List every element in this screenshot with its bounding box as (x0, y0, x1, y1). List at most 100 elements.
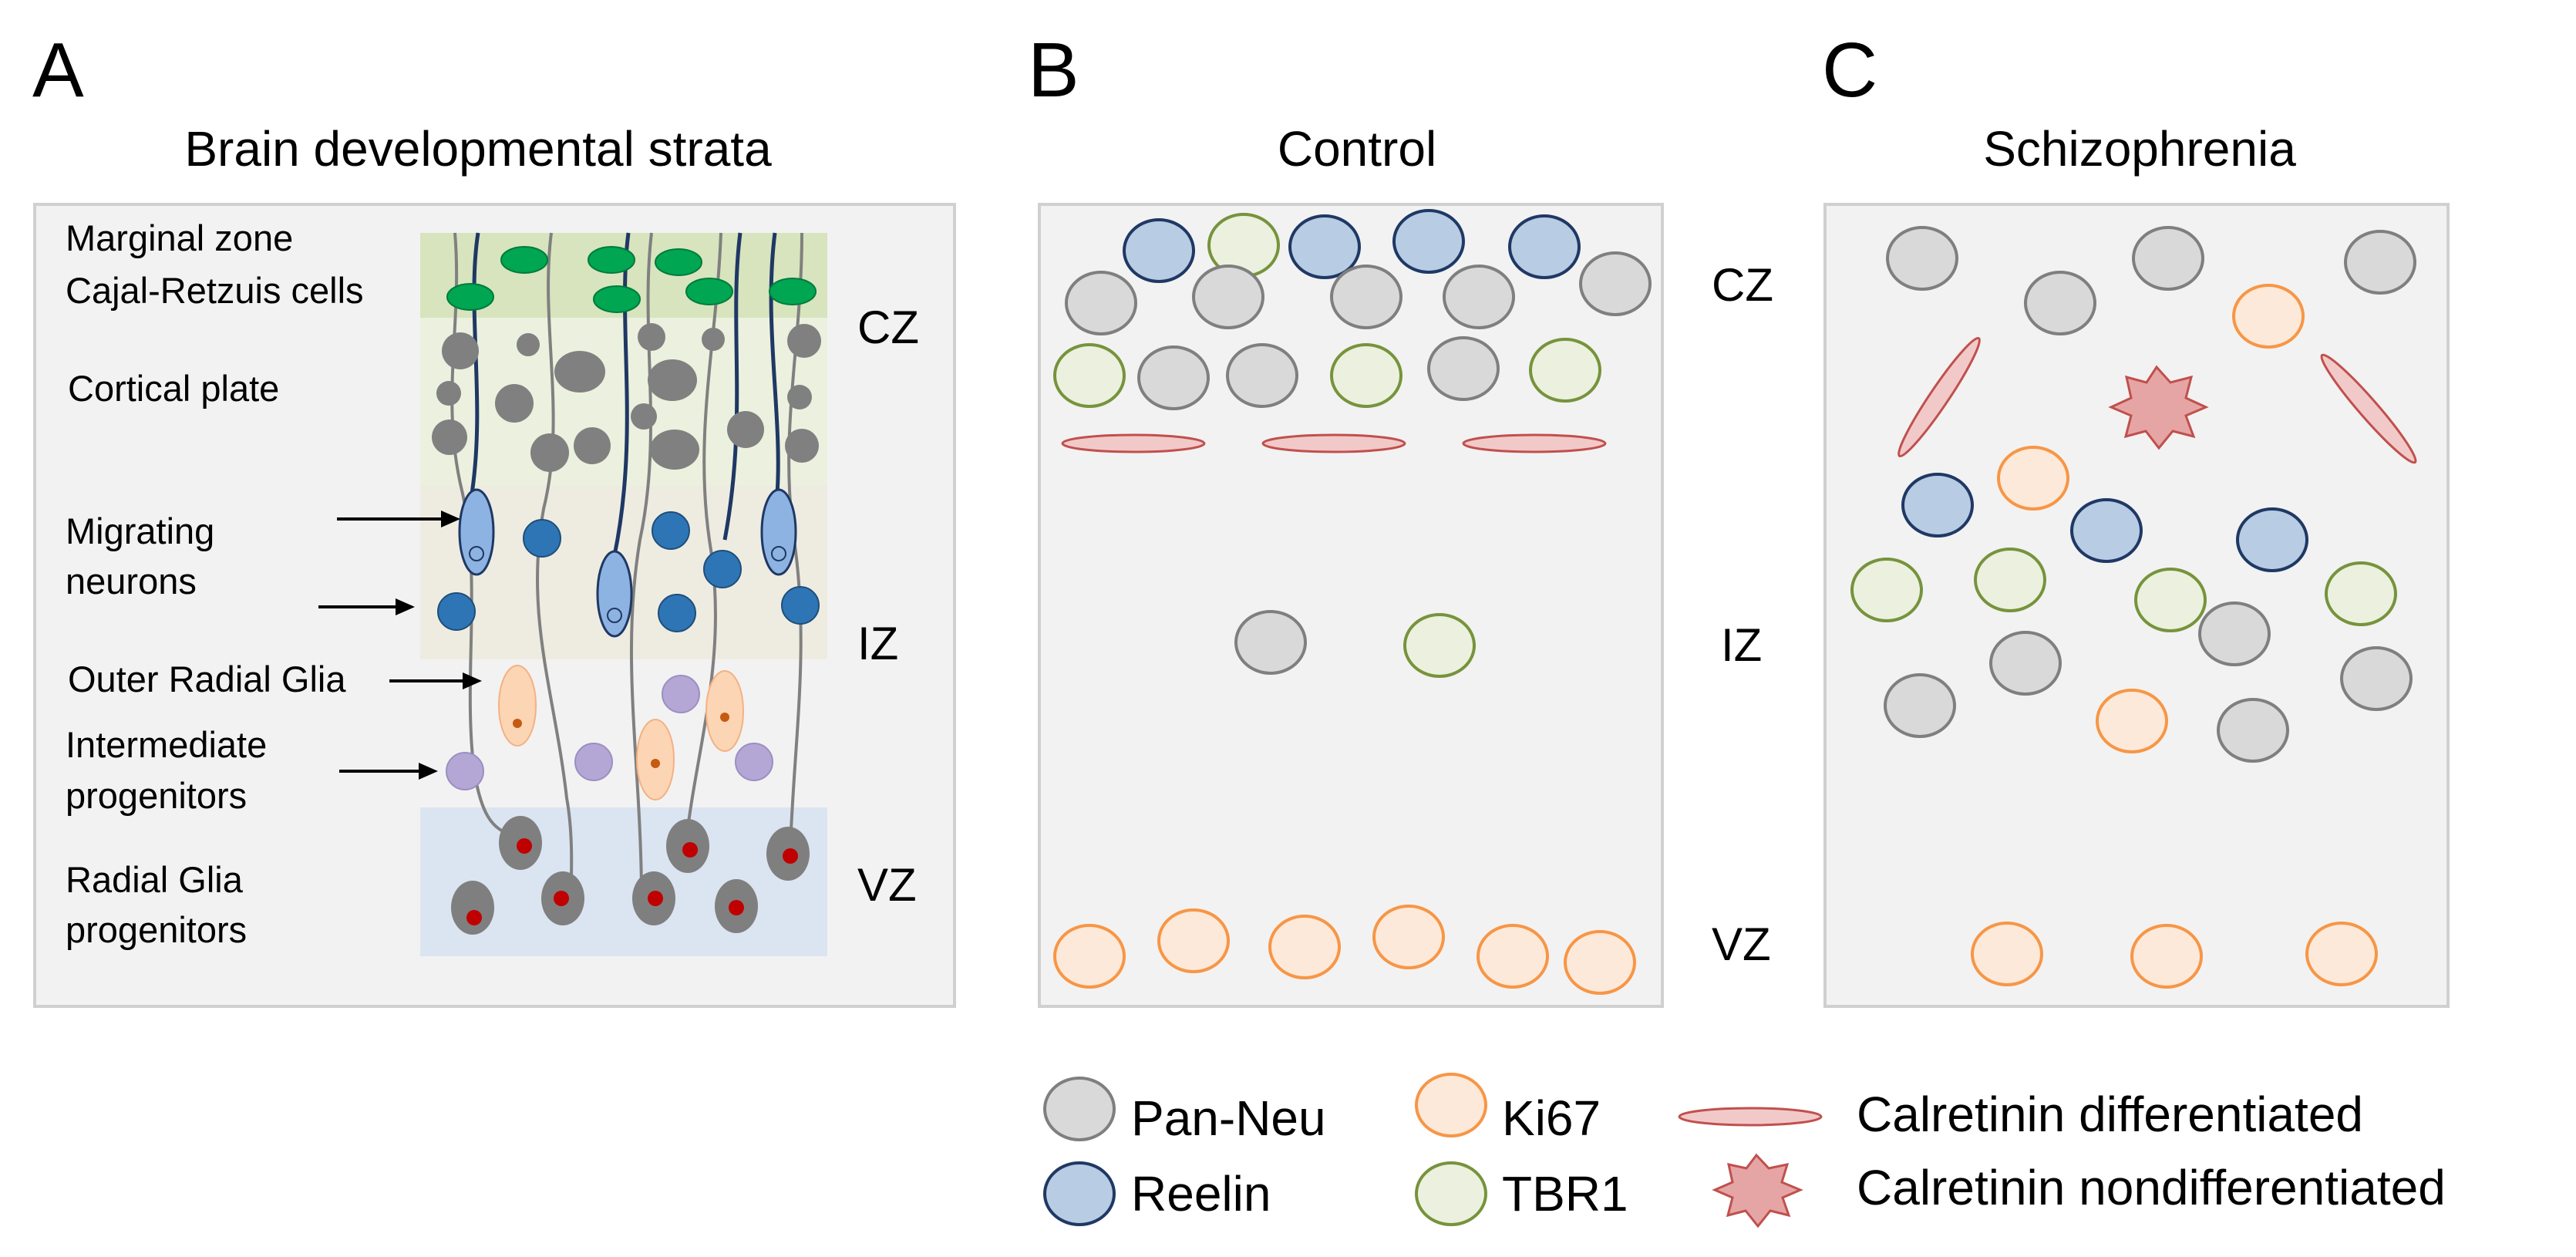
pointer-arrows (318, 511, 482, 780)
panel-b-title: Control (1278, 121, 1436, 177)
calretinin-differentiated-cell (1897, 336, 1981, 458)
progenitor-nucleus (517, 838, 532, 854)
cajal-retzius-cell (446, 283, 494, 311)
tbr1-cell (1053, 343, 1126, 408)
progenitor-nucleus (466, 910, 482, 925)
panel-b-frame (1038, 203, 1664, 1008)
label-cajal-retzius: Cajal-Retzuis cells (66, 270, 364, 311)
calretinin-nondifferentiated-cell (2108, 365, 2209, 450)
radial-glia-progenitors (451, 816, 810, 935)
pan-neu-cell (1443, 265, 1515, 329)
pan-neu-cell (1137, 345, 1210, 410)
cortical-neuron (702, 328, 725, 351)
cajal-retzius-cell (655, 248, 702, 276)
intermediate-progenitor-cells (446, 675, 773, 790)
panel-b-letter: B (1028, 27, 1079, 113)
panel-c-pan-neu-cells (1884, 226, 2416, 763)
cortical-neuron (517, 333, 540, 356)
tbr1-cell (1529, 338, 1601, 403)
legend-label-calretinin-nondifferentiated: Calretinin nondifferentiated (1857, 1160, 2446, 1215)
pan-neu-cell (2024, 271, 2096, 335)
pan-neu-cell (1427, 336, 1500, 401)
calretinin-differentiated-cell (1261, 433, 1406, 453)
arrow-migrating-lower (318, 598, 415, 615)
round-neuron (703, 550, 742, 588)
reelin-cell (1288, 214, 1361, 279)
cortical-neuron (727, 411, 764, 448)
panel-a: A Brain developmental strata (32, 27, 956, 1008)
radial-fiber (536, 232, 574, 911)
cortical-neuron (787, 324, 821, 358)
legend-label-pan-neu: Pan-Neu (1131, 1090, 1326, 1146)
ki67-cell (2130, 924, 2203, 989)
outer-radial-glia-nucleus (720, 713, 729, 722)
legend-label-reelin: Reelin (1131, 1166, 1271, 1222)
ki67-cell (1477, 924, 1549, 989)
panel-c-ki67-cells (1971, 284, 2378, 989)
legend-swatch-calretinin-nondifferentiated (1712, 1153, 1803, 1228)
radial-glia-progenitor (451, 881, 494, 935)
legend-swatch-calretinin-differentiated (1678, 1107, 1823, 1127)
legend-item-pan-neu: Pan-Neu (1043, 1077, 1326, 1146)
legend-label-calretinin-differentiated: Calretinin differentiated (1857, 1087, 2363, 1142)
cortical-neuron (787, 385, 812, 409)
cortical-neuron (638, 323, 665, 351)
cajal-retzius-cell (685, 278, 733, 305)
reelin-cell (2070, 498, 2143, 563)
strata-label-iz: IZ (1721, 619, 1762, 671)
cortical-neuron (436, 381, 461, 406)
label-radial-glia-line1: Radial Glia (66, 859, 244, 900)
pan-neu-cell (1579, 251, 1652, 316)
outer-radial-glia-nuclei (513, 713, 729, 768)
progenitor-nucleus (554, 891, 569, 906)
radial-glia-progenitor-nuclei (466, 838, 798, 925)
legend-swatch-tbr1 (1415, 1161, 1487, 1226)
legend: Pan-Neu Reelin Ki67 TBR1 Calretinin diff… (1043, 1073, 2446, 1228)
legend-item-calretinin-differentiated: Calretinin differentiated (1678, 1087, 2363, 1142)
ki67-cell (1053, 924, 1126, 989)
intermediate-progenitor (735, 743, 773, 781)
pan-neu-cell (2340, 646, 2413, 711)
pan-neu-cell (2344, 230, 2416, 295)
pan-neu-cell (1886, 226, 1958, 291)
migrating-neurons-elongated (458, 488, 797, 638)
migrating-neuron-nucleus (469, 546, 484, 561)
pan-neu-cell (2198, 602, 2271, 666)
neuron-process (722, 232, 742, 541)
panel-c-title: Schizophrenia (1983, 121, 2296, 177)
migrating-neuron (458, 488, 495, 576)
pan-neu-cell (1989, 631, 2062, 696)
arrow-migrating-upper (337, 511, 460, 527)
cajal-retzius-cell (769, 278, 817, 305)
panel-b-pan-neu-cells (1065, 251, 1652, 675)
intermediate-progenitor (446, 752, 484, 790)
panel-c-tbr1-cells (1850, 548, 2397, 632)
tbr1-cell (1974, 548, 2046, 612)
intermediate-progenitor (662, 675, 700, 713)
cortical-neuron (650, 430, 699, 470)
legend-item-calretinin-nondifferentiated: Calretinin nondifferentiated (1712, 1153, 2446, 1228)
round-neuron (658, 594, 696, 632)
calretinin-differentiated-cell (1462, 433, 1607, 453)
round-neuron (652, 511, 690, 550)
cortical-neuron (631, 403, 657, 430)
label-outer-radial-glia: Outer Radial Glia (68, 659, 346, 699)
calretinin-differentiated-cell (2320, 353, 2417, 464)
panel-c-reelin-cells (1901, 473, 2308, 572)
arrow-intermediate (339, 763, 438, 780)
tbr1-cell (2325, 561, 2397, 626)
panel-c-letter: C (1822, 27, 1877, 113)
cortical-plate-neurons (432, 323, 821, 472)
tbr1-cell (1850, 558, 1923, 622)
ventricular-zone-band (420, 807, 827, 956)
label-marginal-zone: Marginal zone (66, 217, 293, 258)
cortical-neuron (574, 427, 611, 464)
ki67-cell (2232, 284, 2305, 349)
cortical-plate-band (420, 318, 827, 486)
legend-swatch-reelin (1043, 1161, 1116, 1226)
progenitor-zone-band (420, 659, 827, 807)
ki67-cell (2096, 689, 2168, 753)
outer-radial-glia (498, 665, 537, 746)
migrating-neuron-nuclei (469, 546, 786, 623)
ki67-cell (1997, 446, 2069, 511)
